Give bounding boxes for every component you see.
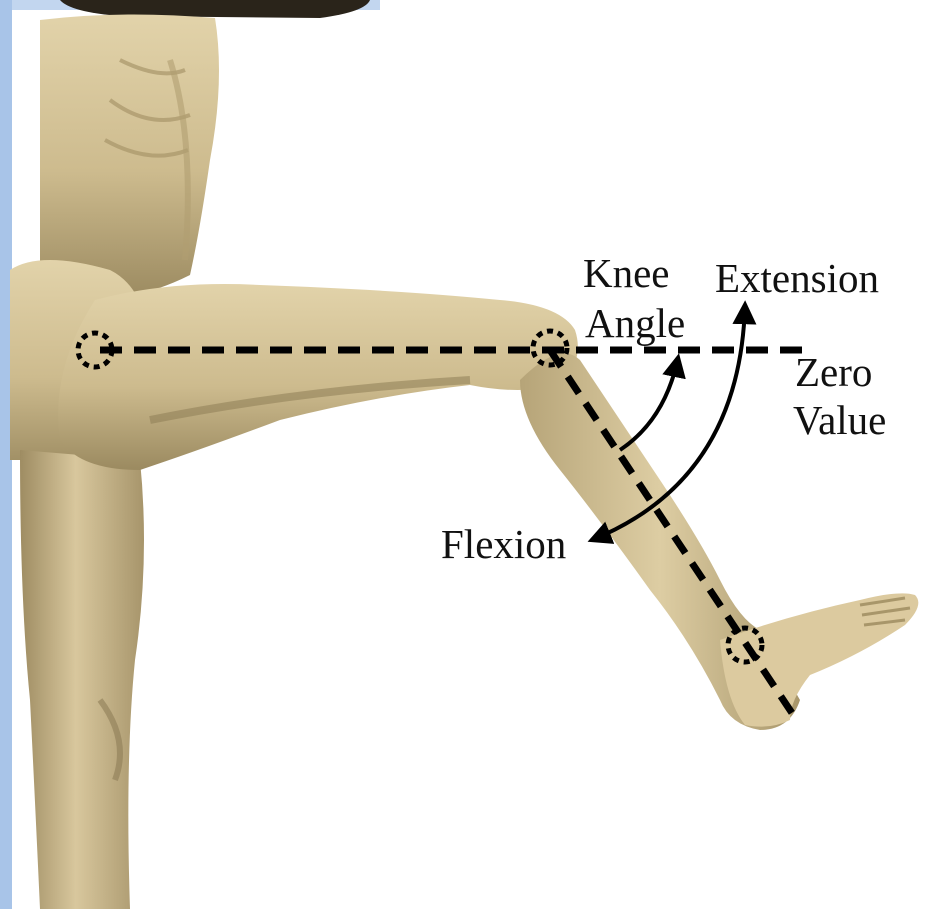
raised-thigh [58,284,578,470]
value-label: Value [793,400,886,441]
standing-leg [20,450,144,909]
angle-label: Angle [585,303,685,344]
foot [720,593,918,726]
flexion-label: Flexion [441,524,566,565]
torso [40,14,219,300]
knee-label: Knee [583,253,670,294]
zero-label: Zero [795,352,872,393]
extension-label: Extension [715,258,879,299]
